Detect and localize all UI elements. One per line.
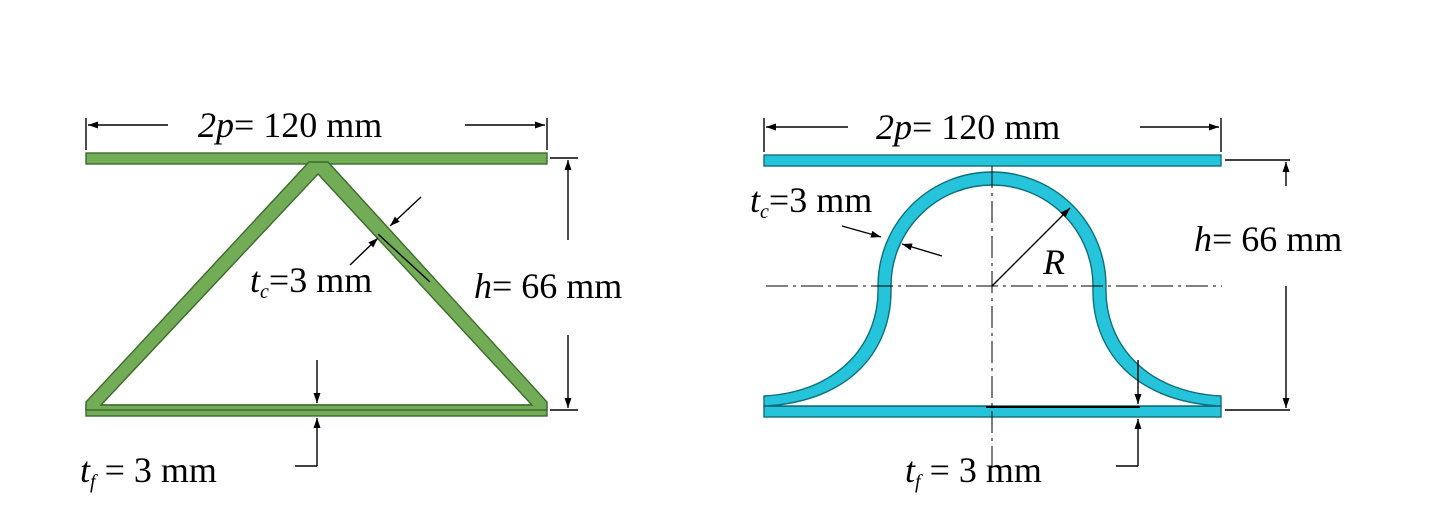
curved-core-inner-boundary — [763, 184, 1222, 407]
left-face-thickness-dimension: tf = 3 mm — [80, 360, 321, 493]
right-width-label: 2p= 120 mm — [876, 107, 1060, 147]
left-face-thickness-label: tf = 3 mm — [80, 450, 217, 493]
left-width-dimension: 2p= 120 mm — [85, 105, 548, 150]
left-core-thickness-dimension: tc=3 mm — [250, 196, 431, 303]
left-core-thickness-label: tc=3 mm — [250, 260, 372, 303]
left-height-label: h= 66 mm — [474, 266, 622, 306]
right-radius-dimension: R — [991, 207, 1071, 287]
right-face-thickness-dimension: tf = 3 mm — [905, 360, 1142, 493]
triangular-core-panel — [85, 152, 548, 417]
right-face-thickness-label: tf = 3 mm — [905, 450, 1042, 493]
right-center-lines — [766, 166, 1222, 470]
right-height-dimension: h= 66 mm — [1194, 159, 1342, 411]
triangular-core — [85, 161, 548, 411]
top-face-sheet — [763, 154, 1222, 167]
right-width-dimension: 2p= 120 mm — [763, 107, 1222, 152]
left-height-dimension: h= 66 mm — [474, 157, 622, 411]
left-width-label: 2p= 120 mm — [198, 105, 382, 145]
right-core-thickness-dimension: tc=3 mm — [750, 180, 943, 257]
radius-label: R — [1042, 242, 1065, 282]
right-height-label: h= 66 mm — [1194, 219, 1342, 259]
right-core-thickness-label: tc=3 mm — [750, 180, 872, 223]
